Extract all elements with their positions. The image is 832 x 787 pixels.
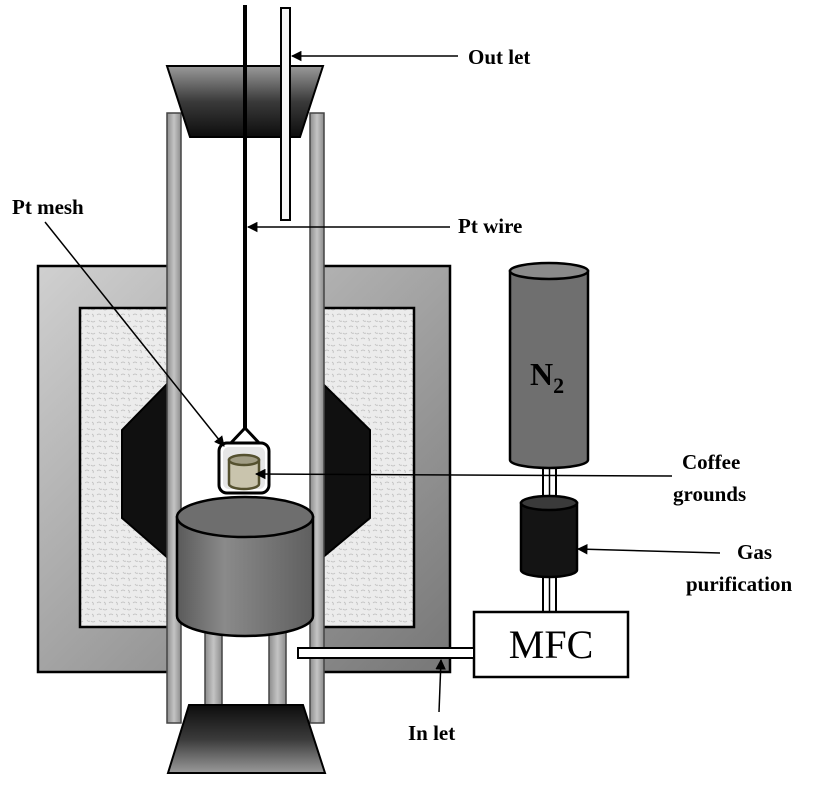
pedestal-leg-right xyxy=(268,624,287,706)
pt-wire-label: Pt wire xyxy=(458,214,522,238)
mfc-box xyxy=(472,610,630,679)
gas-purification-arrow xyxy=(576,544,721,555)
pt-mesh-basket xyxy=(217,426,271,495)
tube-wall-left xyxy=(166,112,182,724)
pt-mesh-arrow xyxy=(44,221,225,447)
inlet-label: In let xyxy=(408,721,455,745)
coffee-grounds-arrow xyxy=(254,468,673,480)
pt-mesh-label: Pt mesh xyxy=(12,195,84,219)
n2-cylinder xyxy=(508,269,590,470)
outlet-tube xyxy=(280,7,291,221)
coffee-grounds-top xyxy=(227,453,261,467)
tube-wall-right xyxy=(309,112,325,724)
coffee-grounds-cup xyxy=(227,458,261,491)
annotation-arrows xyxy=(44,50,721,713)
pedestal xyxy=(175,495,315,706)
labels: Out let Pt mesh Pt wire Coffee grounds G… xyxy=(12,45,792,745)
pedestal-leg-left xyxy=(204,624,223,706)
coffee-label-line1: Coffee xyxy=(682,450,740,474)
n2-label: N2 xyxy=(530,356,564,398)
inlet-pipe xyxy=(297,647,475,659)
gas-supply: N2 MFC xyxy=(297,261,630,679)
gas-label-line2: purification xyxy=(686,572,792,596)
inlet-arrow xyxy=(435,658,446,713)
coffee-label-line2: grounds xyxy=(673,482,746,506)
outlet-label: Out let xyxy=(468,45,530,69)
gas-label-line1: Gas xyxy=(737,540,772,564)
n2-cylinder-top xyxy=(508,261,590,281)
mfc-label: MFC xyxy=(509,622,594,667)
gas-purifier-top xyxy=(519,494,579,512)
pedestal-cylinder xyxy=(175,515,315,638)
bottom-cap xyxy=(166,704,327,774)
gas-purifier xyxy=(519,501,579,579)
pedestal-top xyxy=(175,495,315,539)
